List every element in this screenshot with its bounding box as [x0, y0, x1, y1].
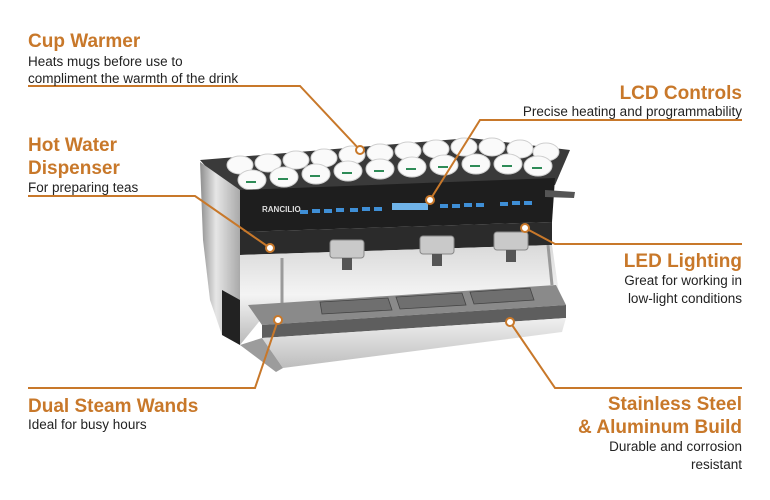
steam-wands-title: Dual Steam Wands — [28, 396, 199, 417]
lcd-controls-dot — [425, 195, 435, 205]
hot-water-dot — [265, 243, 275, 253]
steam-wands-line — [28, 319, 279, 389]
led-lighting-desc-line2: low-light conditions — [627, 291, 742, 306]
front-body — [240, 245, 560, 345]
lcd-controls-desc: Precise heating and programmability — [522, 104, 742, 119]
cup-logos — [246, 165, 542, 183]
machine-base — [262, 318, 566, 368]
cup-warmer-line — [28, 85, 361, 151]
hot-water-title-line2: Dispenser — [28, 158, 120, 179]
hot-water-line — [28, 195, 271, 249]
cup-warmer-desc-line2: compliment the warmth of the drink — [28, 71, 239, 86]
steam-wands-dot — [273, 315, 283, 325]
steam-wands-desc: Ideal for busy hours — [28, 417, 147, 432]
drip-grates — [319, 287, 535, 315]
build-desc-line1: Durable and corrosion — [609, 439, 742, 454]
led-lighting-desc-line1: Great for working in — [624, 273, 742, 288]
build-title-line1: Stainless Steel — [607, 394, 742, 415]
build-dot — [505, 317, 515, 327]
brand-logo: RANCILIO — [262, 205, 301, 214]
cup-warmer-desc-line1: Heats mugs before use to — [28, 54, 183, 69]
build-desc-line2: resistant — [690, 457, 742, 472]
group-band — [240, 222, 552, 255]
steam-knob — [545, 190, 575, 198]
lcd-display — [392, 203, 428, 210]
steam-wand-right — [546, 244, 554, 286]
led-lighting-dot — [520, 223, 530, 233]
cup-warmer-title: Cup Warmer — [28, 31, 141, 52]
led-lighting-title: LED Lighting — [623, 251, 742, 272]
group-heads — [329, 231, 529, 270]
control-buttons — [300, 201, 532, 214]
callout-lines — [28, 85, 742, 389]
hot-water-title-line1: Hot Water — [28, 135, 118, 156]
cup-row — [226, 137, 560, 191]
callout-dots — [265, 145, 530, 327]
lcd-controls-line — [429, 119, 742, 201]
lcd-controls-title: LCD Controls — [619, 83, 742, 104]
led-lighting-line — [524, 227, 742, 245]
build-title-line2: & Aluminum Build — [578, 417, 742, 438]
espresso-machine: RANCILIO — [200, 137, 575, 372]
hot-water-desc: For preparing teas — [28, 180, 139, 195]
build-line — [509, 321, 742, 389]
cup-warmer-dot — [355, 145, 365, 155]
